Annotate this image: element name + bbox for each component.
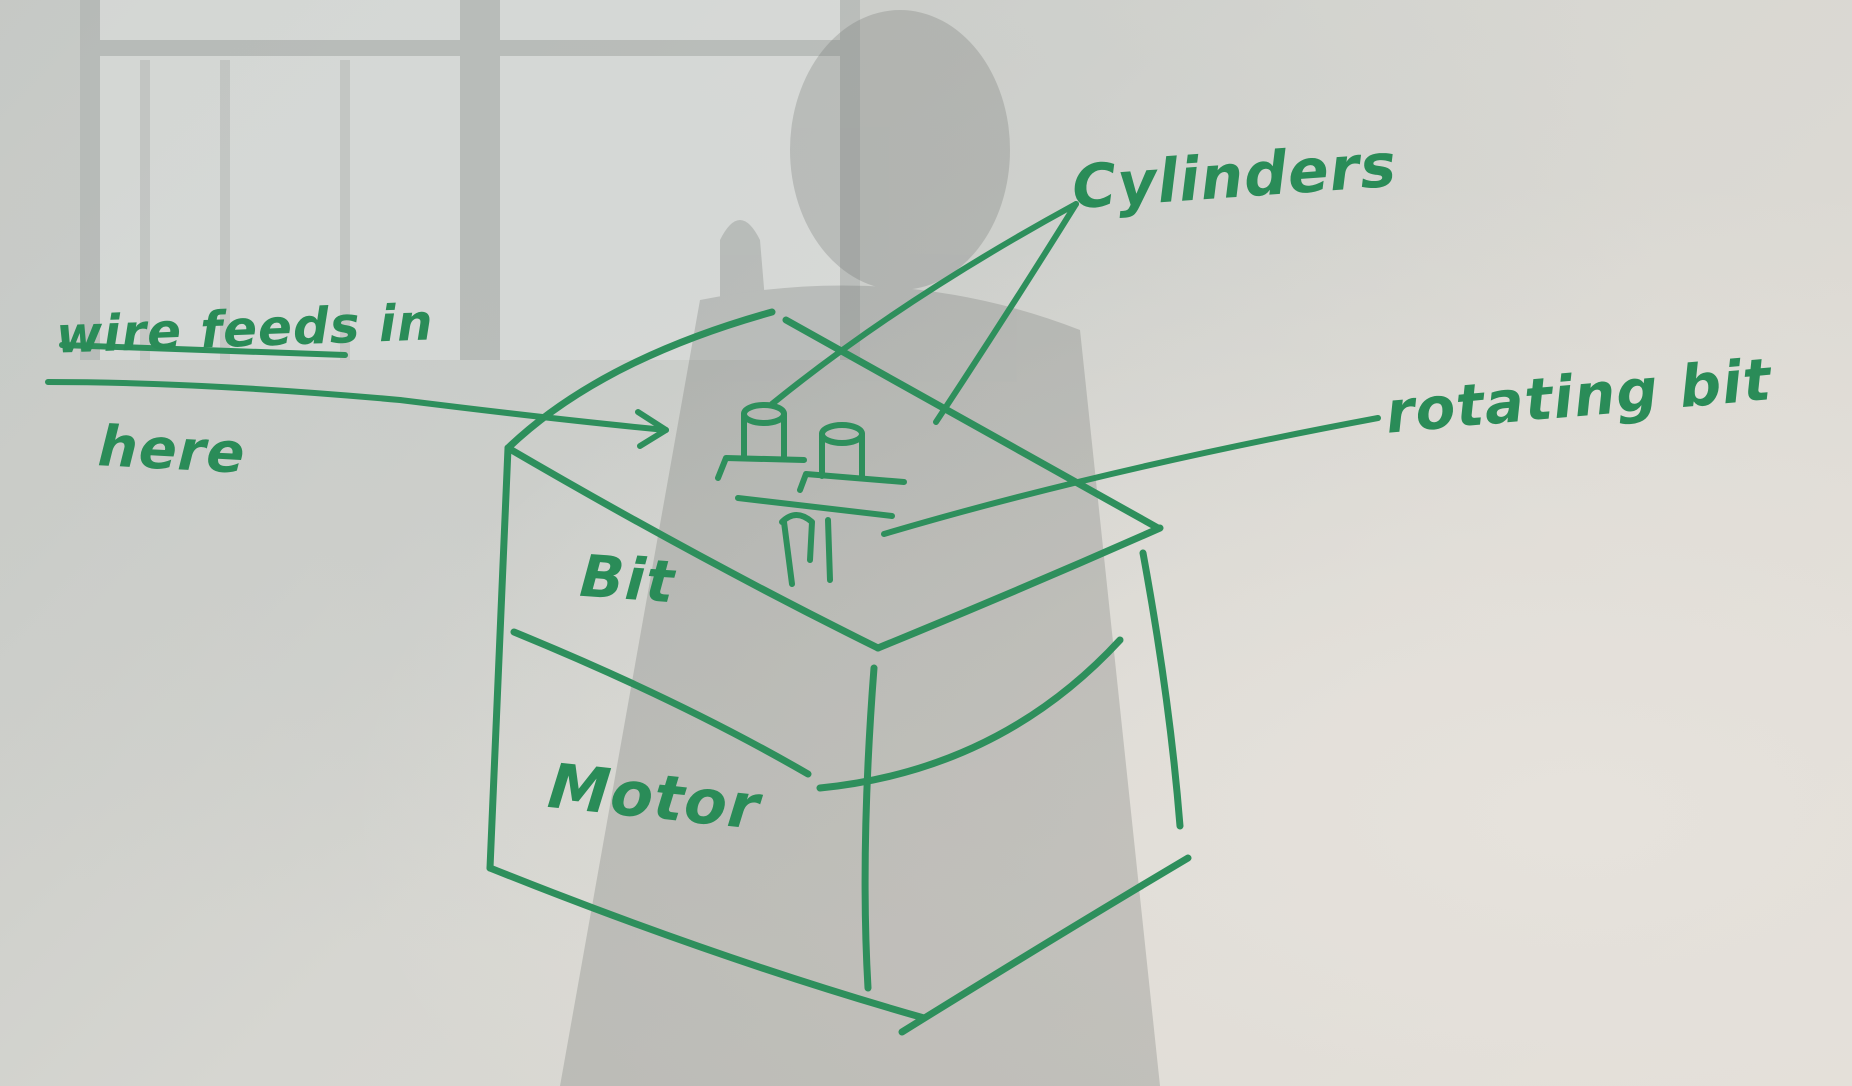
wire-feed-arrow-head	[635, 409, 669, 449]
cylinders-icon	[715, 402, 907, 587]
box-left-vertical-edge	[486, 444, 512, 872]
box-top-front-edge	[504, 444, 882, 652]
here-label: here	[96, 414, 248, 487]
wire-feed-arrow-line	[397, 397, 669, 433]
wire-feed-tick	[59, 342, 348, 358]
cylinders-pointer-line-right	[933, 201, 1079, 425]
section-divider-right	[816, 636, 1124, 792]
box-top-right-edge	[874, 524, 1164, 652]
wire-underline	[45, 379, 403, 403]
box-bottom-left-edge	[486, 864, 928, 1022]
section-divider-left	[510, 628, 812, 778]
rotating-bit-pointer-line	[881, 415, 1381, 537]
bit-section-label: Bit	[577, 541, 678, 617]
box-right-vertical-edge	[1139, 549, 1184, 830]
box-front-vertical-edge	[861, 664, 878, 992]
cylinders-pointer-line-left	[769, 201, 1079, 407]
box-top-left-edge	[504, 308, 776, 452]
box-bottom-right-edge	[898, 854, 1192, 1036]
